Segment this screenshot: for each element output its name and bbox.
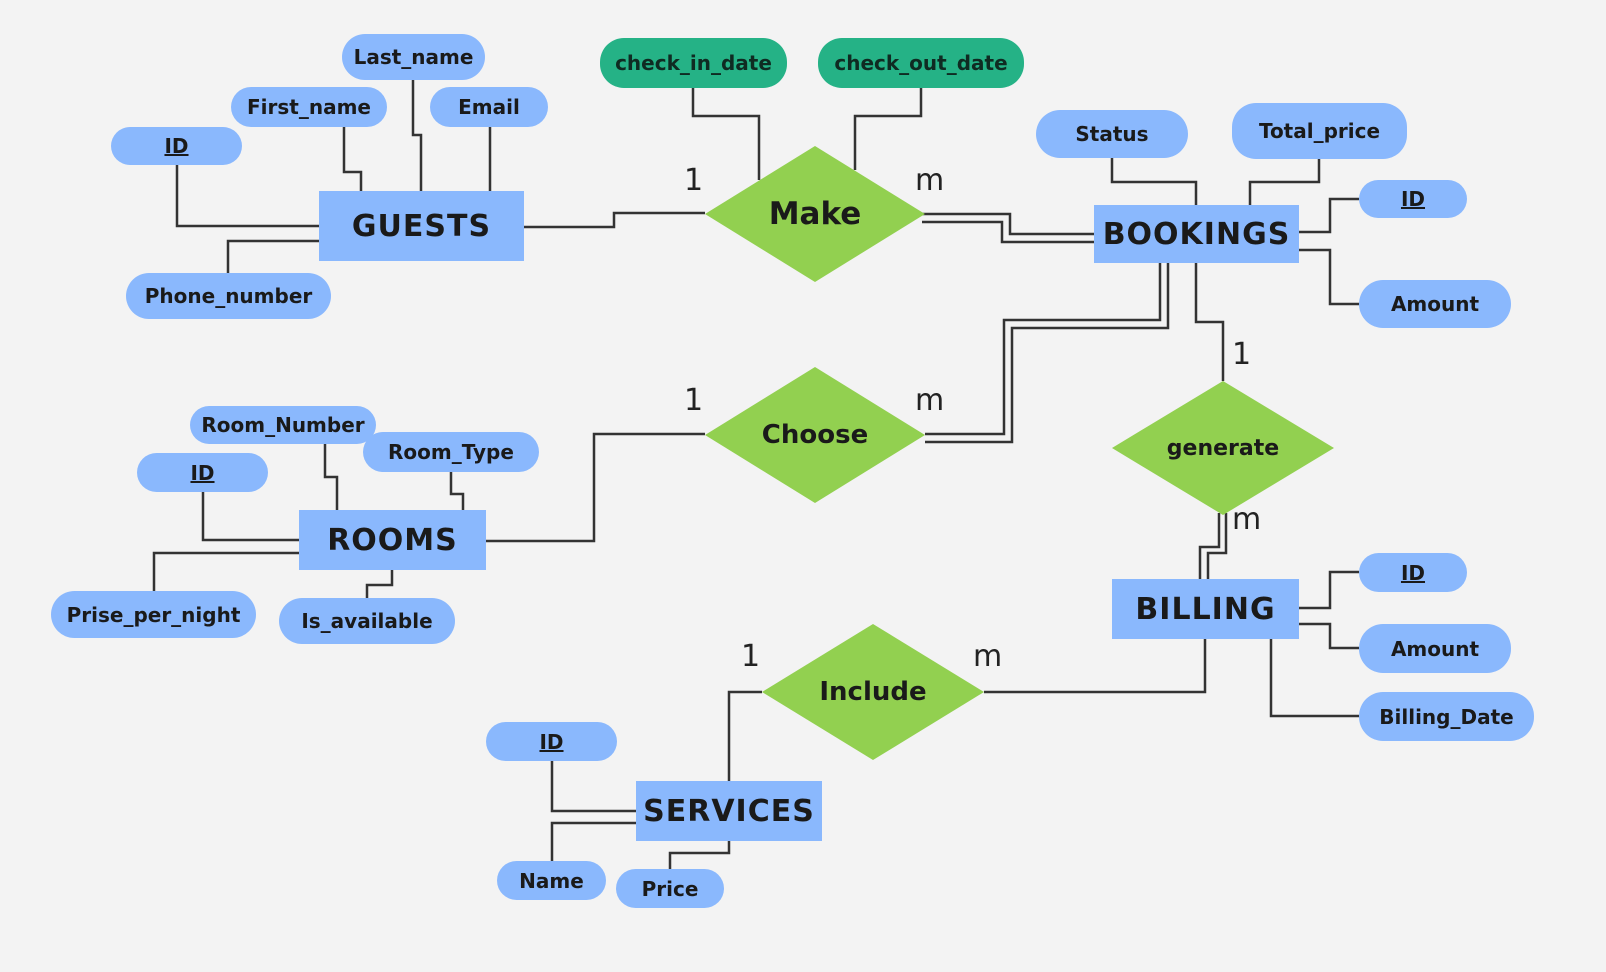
entity-guests[interactable]: GUESTS [319, 191, 524, 261]
attr-billing-amount[interactable]: Amount [1359, 624, 1511, 673]
attr-services-name[interactable]: Name [497, 861, 606, 900]
attr-services-id[interactable]: ID [486, 722, 617, 761]
attr-rooms-is-available[interactable]: Is_available [279, 598, 455, 644]
edge-bookings-id [1299, 197, 1359, 234]
edge-make-bookings-b [922, 220, 1094, 244]
entity-services[interactable]: SERVICES [636, 781, 822, 841]
edge-billing-id [1299, 570, 1359, 610]
attr-rooms-room-number[interactable]: Room_Number [190, 406, 376, 444]
relationship-choose[interactable]: Choose [705, 367, 925, 503]
attr-services-price[interactable]: Price [616, 869, 724, 908]
cardinality-services-include: 1 [741, 639, 761, 674]
edge-services-price [668, 841, 731, 869]
edge-include-billing [984, 639, 1207, 694]
entity-rooms[interactable]: ROOMS [299, 510, 486, 570]
edge-bookings-total [1248, 159, 1321, 205]
attr-guests-phone-number[interactable]: Phone_number [126, 273, 331, 319]
cardinality-include-billing: m [973, 639, 1003, 674]
cardinality-bookings-generate: 1 [1232, 337, 1252, 372]
relationship-label: Choose [761, 420, 869, 450]
attr-bookings-total-price[interactable]: Total_price [1232, 103, 1407, 159]
cardinality-choose-bookings: m [915, 383, 945, 418]
edge-generate-billing-b [1206, 513, 1228, 579]
attr-billing-billing-date[interactable]: Billing_Date [1359, 692, 1534, 741]
relationship-generate[interactable]: generate [1112, 381, 1334, 515]
edge-check-out [853, 88, 923, 170]
edge-services-name [550, 821, 636, 861]
attr-make-check-out-date[interactable]: check_out_date [818, 38, 1024, 88]
attr-rooms-room-type[interactable]: Room_Type [363, 432, 539, 472]
edge-guests-make [524, 211, 705, 229]
attr-make-check-in-date[interactable]: check_in_date [600, 38, 787, 88]
attr-guests-first-name[interactable]: First_name [231, 87, 387, 127]
cardinality-generate-billing: m [1232, 502, 1262, 537]
relationship-make[interactable]: Make [705, 146, 925, 282]
edge-generate-billing-a [1198, 513, 1221, 579]
edge-rooms-available [365, 570, 394, 598]
edge-choose-bookings-a [925, 263, 1162, 436]
relationship-label: Make [768, 196, 862, 232]
cardinality-make-bookings: m [915, 163, 945, 198]
edge-bookings-status [1110, 158, 1198, 205]
edge-bookings-generate [1194, 263, 1225, 381]
edge-make-bookings-a [922, 212, 1094, 236]
edge-billing-amount [1299, 622, 1359, 650]
cardinality-rooms-choose: 1 [684, 383, 704, 418]
entity-bookings[interactable]: BOOKINGS [1094, 205, 1299, 263]
edge-rooms-id [201, 492, 299, 542]
edge-rooms-room-number [323, 444, 339, 510]
entity-billing[interactable]: BILLING [1112, 579, 1299, 639]
edge-guests-last-name [411, 80, 423, 191]
attr-billing-id[interactable]: ID [1359, 553, 1467, 592]
attr-guests-id[interactable]: ID [111, 127, 242, 165]
edge-bookings-amount [1299, 248, 1359, 306]
edge-billing-date [1269, 639, 1359, 718]
relationship-label: generate [1166, 435, 1280, 461]
edge-services-id [550, 761, 636, 813]
attr-guests-last-name[interactable]: Last_name [342, 34, 485, 80]
edge-guests-id [175, 165, 319, 228]
attr-guests-email[interactable]: Email [430, 87, 548, 127]
attr-bookings-id[interactable]: ID [1359, 180, 1467, 218]
edge-check-in [691, 88, 761, 180]
edge-guests-phone [226, 239, 319, 273]
edge-rooms-choose [486, 432, 705, 543]
attr-bookings-amount[interactable]: Amount [1359, 280, 1511, 328]
attr-rooms-price-per-night[interactable]: Prise_per_night [51, 591, 256, 638]
edge-guests-first-name [342, 127, 363, 191]
cardinality-guests-make: 1 [684, 163, 704, 198]
attr-bookings-status[interactable]: Status [1036, 110, 1188, 158]
relationship-label: Include [819, 677, 927, 707]
edge-rooms-price [152, 551, 299, 591]
attr-rooms-id[interactable]: ID [137, 453, 268, 492]
relationship-include[interactable]: Include [762, 624, 984, 760]
edge-rooms-room-type [449, 472, 465, 510]
edge-choose-bookings-b [925, 263, 1170, 444]
edge-services-include [727, 690, 762, 781]
